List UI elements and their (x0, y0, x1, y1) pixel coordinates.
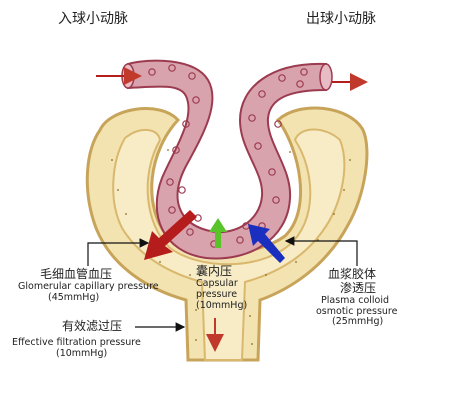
plasma-en2: osmotic pressure (316, 305, 398, 317)
efferent-arteriole-title: 出球小动脉 (306, 11, 376, 27)
capsular-cn: 囊内压 (196, 264, 233, 278)
plasma-cn1: 血浆胶体 (328, 267, 377, 281)
plasma-cn2: 渗透压 (340, 280, 377, 295)
capsular-en1: Capsular (196, 277, 238, 289)
effective-en: Effective filtration pressure (12, 336, 141, 348)
plasma-value: (25mmHg) (332, 316, 384, 328)
glomerular-pressure-label: 毛细血管血压 Glomerular capillary pressure (45… (18, 267, 159, 304)
effective-value: (10mmHg) (56, 347, 108, 359)
effective-cn: 有效滤过压 (62, 319, 123, 333)
afferent-arteriole-title: 入球小动脉 (58, 11, 128, 27)
glomerular-pressure-arrow (144, 210, 197, 260)
capsular-pressure-arrow (209, 218, 227, 248)
capsular-pressure-label: 囊内压 Capsular pressure (10mmHg) (196, 264, 248, 312)
effective-filtration-label: 有效滤过压 Effective filtration pressure (10m… (12, 319, 141, 360)
plasma-pressure-label: 血浆胶体 渗透压 Plasma colloid osmotic pressure… (316, 267, 398, 328)
glomerular-leader (87, 238, 150, 266)
capsular-en2: pressure (196, 288, 238, 300)
glomerular-cn: 毛细血管血压 (40, 267, 113, 281)
plasma-en1: Plasma colloid (321, 294, 390, 306)
plasma-leader (284, 236, 358, 266)
capsular-value: (10mmHg) (196, 299, 248, 311)
plasma-pressure-arrow (248, 224, 285, 263)
glomerular-value: (45mmHg) (48, 291, 100, 303)
efferent-opening (319, 63, 333, 91)
glomerular-en: Glomerular capillary pressure (18, 280, 159, 292)
